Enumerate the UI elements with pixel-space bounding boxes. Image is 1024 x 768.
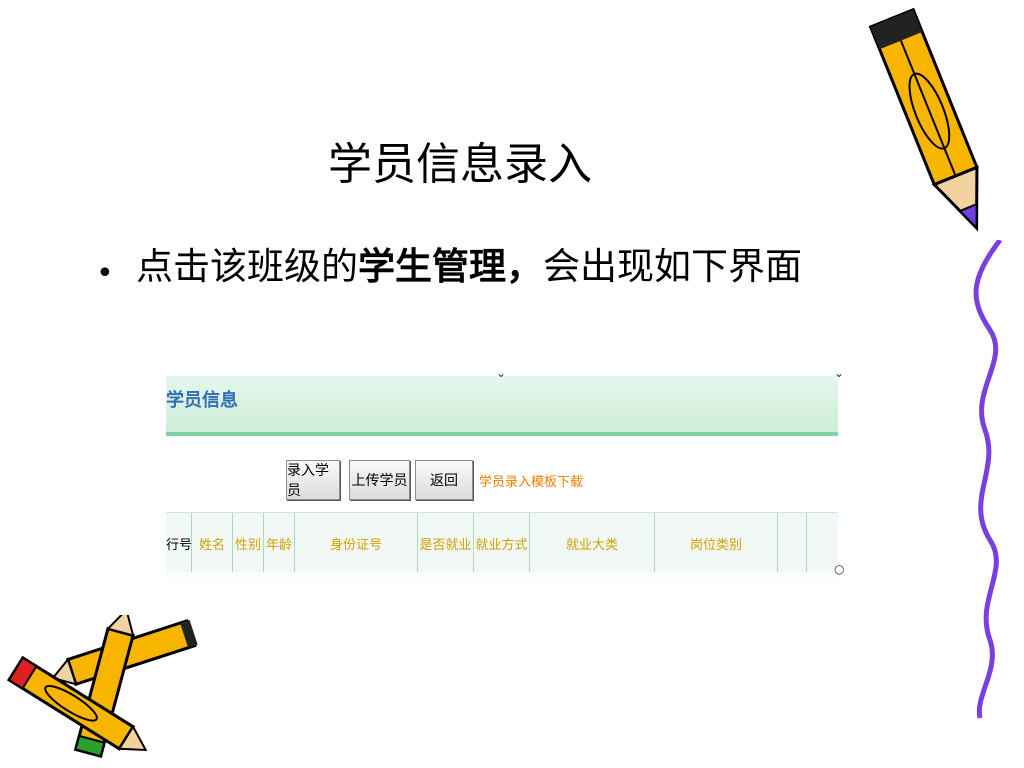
column-header: 性别 bbox=[233, 513, 264, 573]
resize-handle-icon: ○ bbox=[834, 562, 845, 576]
embedded-screenshot: 学员信息 录入学员 上传学员 返回 学员录入模板下载 行号 姓名 性别 年龄 身… bbox=[166, 376, 838, 583]
column-header: 姓名 bbox=[192, 513, 233, 573]
column-header: 身份证号 bbox=[295, 513, 418, 573]
bullet-text-bold: 学生管理， bbox=[358, 244, 543, 288]
resize-handle-icon: ⌄ bbox=[496, 366, 507, 380]
bullet-dot: • bbox=[96, 256, 114, 291]
column-header: 是否就业 bbox=[418, 513, 474, 573]
pencils-cluster-icon bbox=[6, 615, 198, 758]
column-header: 就业大类 bbox=[530, 513, 655, 573]
panel-title: 学员信息 bbox=[166, 390, 238, 411]
table-row bbox=[166, 572, 838, 583]
back-button[interactable]: 返回 bbox=[415, 460, 473, 500]
panel-header: 学员信息 bbox=[166, 376, 838, 436]
column-header: 年龄 bbox=[264, 513, 295, 573]
slide-title: 学员信息录入 bbox=[328, 139, 592, 190]
bullet-text: 点击该班级的学生管理，会出现如下界面 bbox=[136, 240, 916, 293]
template-download-link[interactable]: 学员录入模板下载 bbox=[479, 475, 584, 490]
table-header-row: 行号 姓名 性别 年龄 身份证号 是否就业 就业方式 就业大类 岗位类别 bbox=[166, 512, 838, 574]
add-student-button[interactable]: 录入学员 bbox=[286, 460, 340, 500]
column-header-empty bbox=[778, 513, 807, 573]
bullet-text-suffix: 会出现如下界面 bbox=[543, 245, 802, 288]
column-header: 行号 bbox=[166, 513, 192, 573]
column-header: 岗位类别 bbox=[655, 513, 778, 573]
resize-handle-icon: ⌄ bbox=[834, 366, 845, 380]
column-header: 就业方式 bbox=[474, 513, 530, 573]
upload-students-button[interactable]: 上传学员 bbox=[349, 460, 410, 500]
bullet-text-prefix: 点击该班级的 bbox=[136, 245, 358, 288]
pencil-icon bbox=[868, 7, 979, 232]
wavy-line-icon bbox=[973, 240, 1003, 719]
